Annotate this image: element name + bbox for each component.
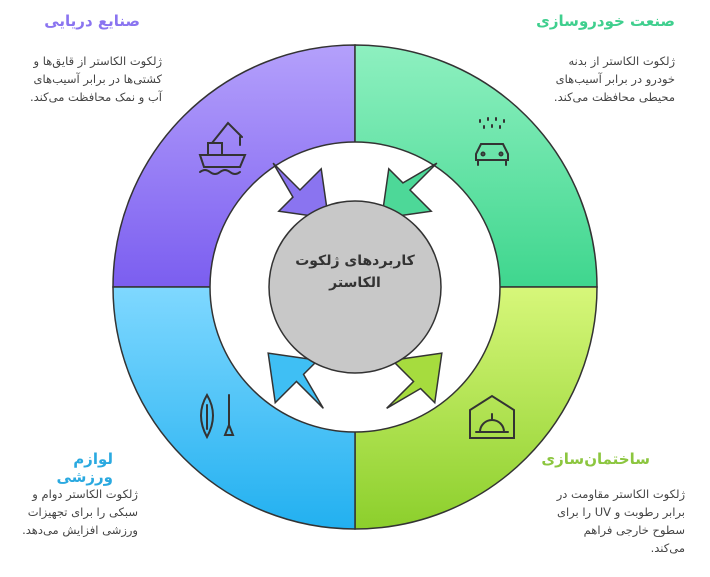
marine-title: صنایع دریایی bbox=[44, 12, 140, 30]
arrow-construction bbox=[386, 352, 443, 409]
marine-description: ژلکوت الکاستر از قایق‌ها و کشتی‌ها در بر… bbox=[29, 54, 162, 104]
hard-hat-icon bbox=[469, 394, 515, 439]
paddle-board-icon bbox=[200, 393, 235, 440]
car-wash-icon bbox=[475, 117, 509, 166]
sports-description: ژلکوت الکاستر دوام و سبکی را برای تجهیزا… bbox=[22, 487, 138, 537]
sports-title: لوازم ورزشی bbox=[56, 450, 113, 486]
construction-description: ژلکوت الکاستر مقاومت در برابر رطوبت و UV… bbox=[556, 487, 685, 555]
construction-title: ساختمان‌سازی bbox=[541, 450, 650, 468]
automotive-description: ژلکوت الکاستر از بدنه خودرو در برابر آسی… bbox=[553, 54, 675, 104]
ship-crane-icon bbox=[198, 121, 247, 175]
automotive-title: صنعت خودروسازی bbox=[536, 12, 675, 30]
arrow-sports bbox=[267, 352, 324, 409]
center-circle bbox=[268, 200, 442, 374]
center-title: کاربردهای ژلکوت الکاستر bbox=[295, 253, 415, 291]
